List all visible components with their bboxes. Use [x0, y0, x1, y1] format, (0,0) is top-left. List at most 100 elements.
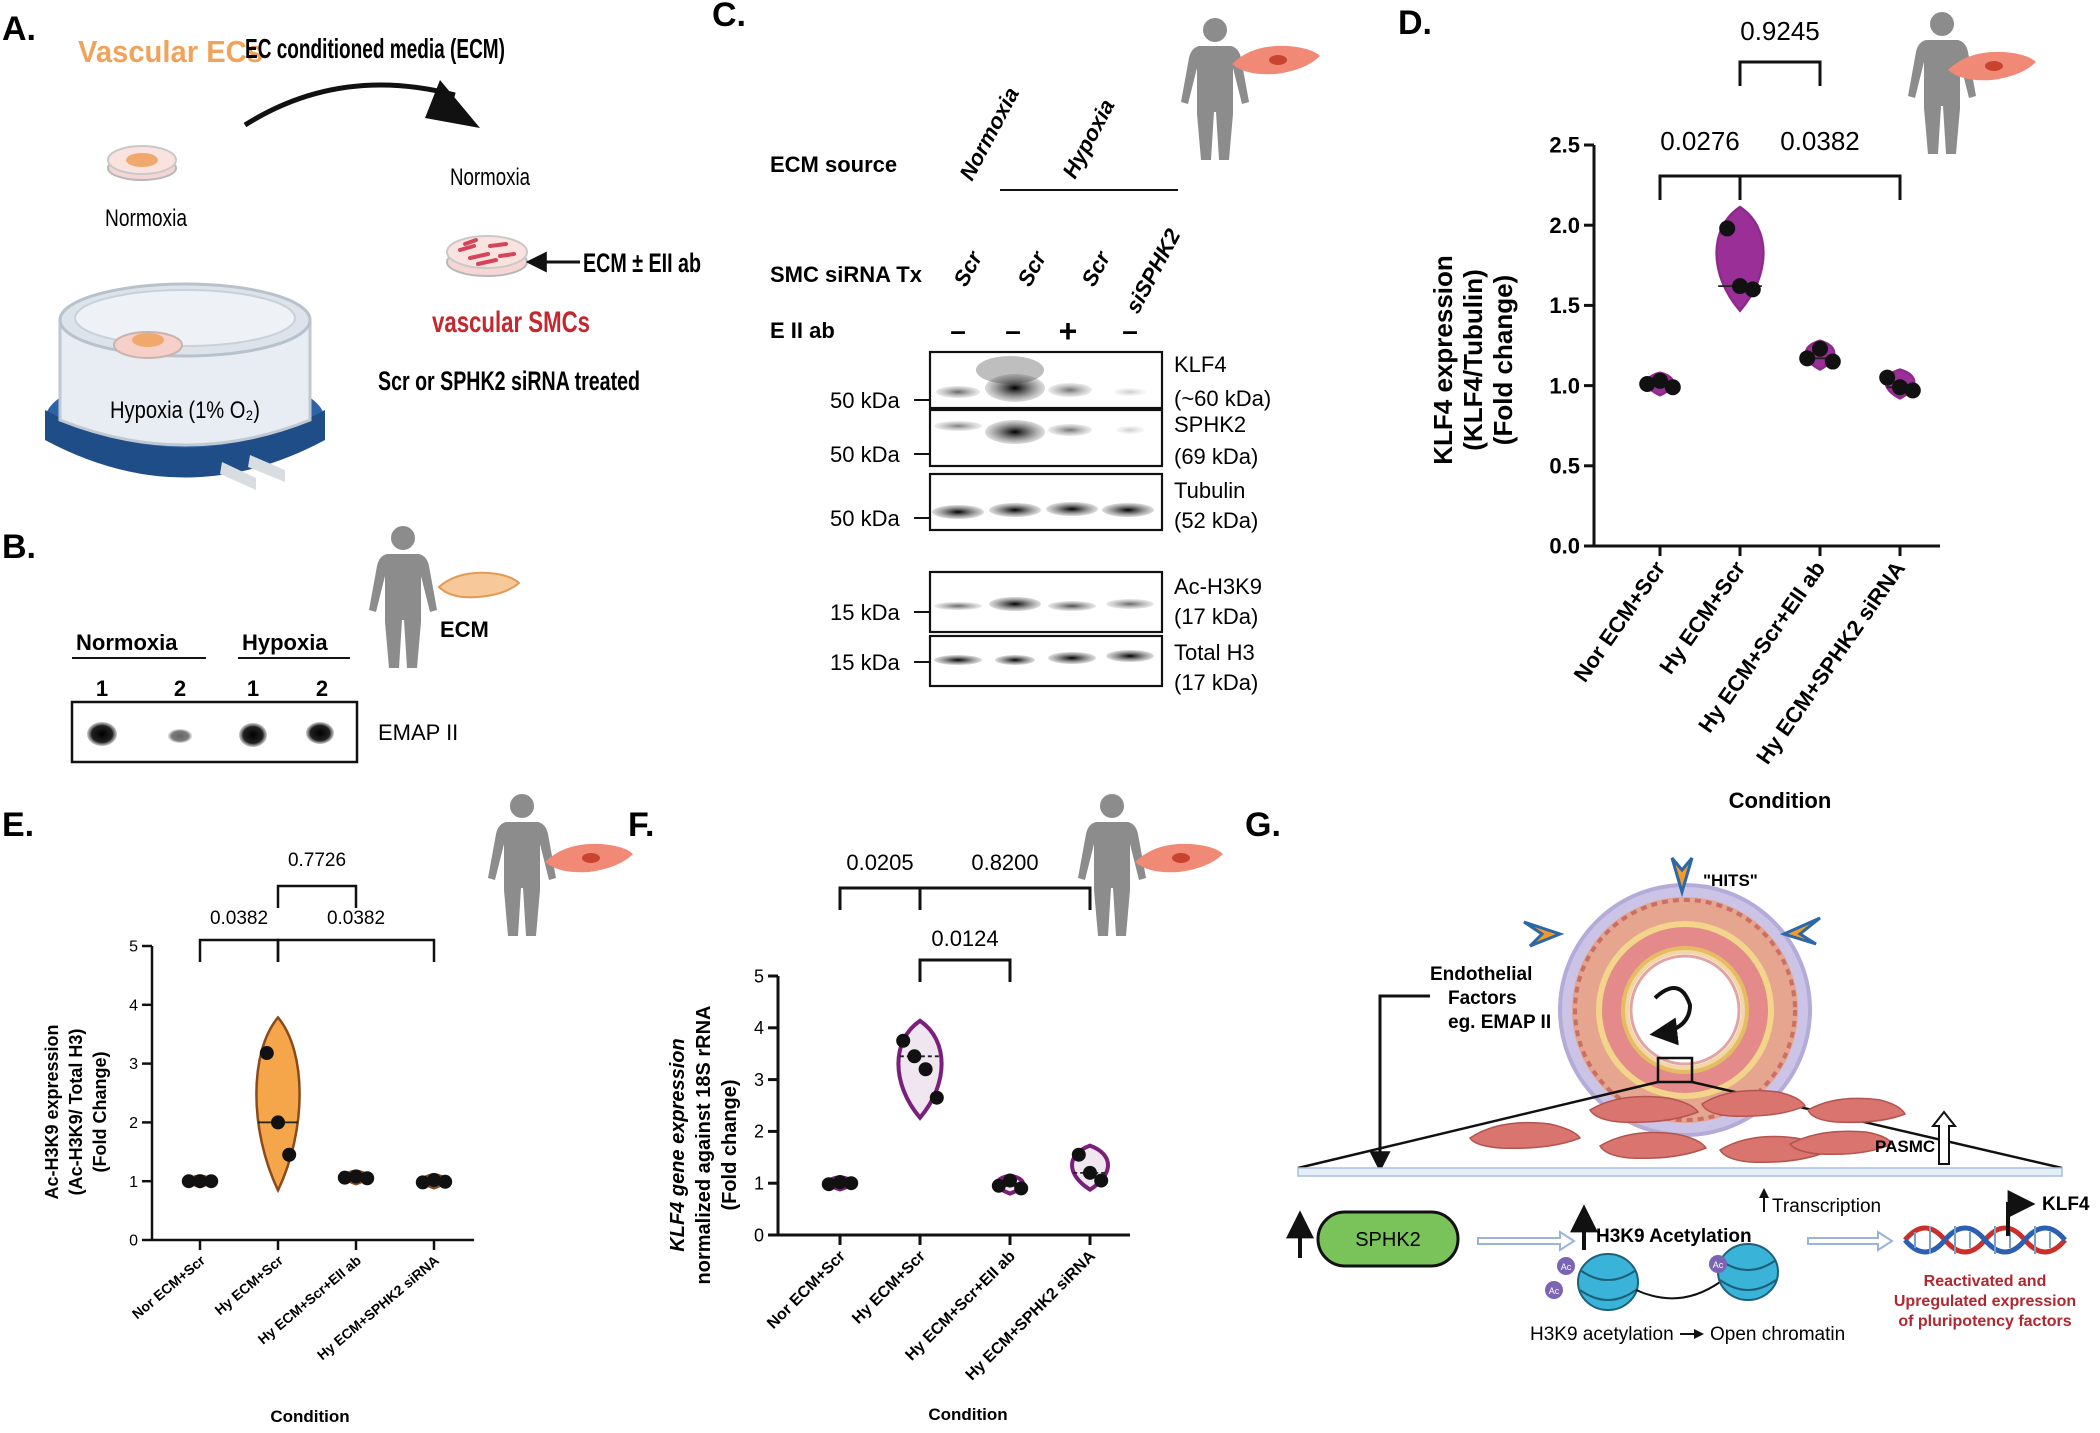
f-comparison-bracket — [838, 886, 922, 910]
sirna-lane-sisphk2: siSPHK2 — [1120, 224, 1185, 317]
blot-protein-name: SPHK2 — [1174, 412, 1246, 437]
d-p-value: 0.9245 — [1740, 16, 1820, 46]
e-category-label: Hy ECM+Scr — [212, 1252, 287, 1318]
ecm-flow-arrowhead — [425, 80, 480, 128]
f-data-point — [1094, 1173, 1109, 1188]
pasmc-label: PASMC — [1875, 1137, 1935, 1156]
d-category-label: Nor ECM+Scr — [1569, 556, 1671, 686]
eii-sign: – — [950, 315, 966, 346]
d-y-tick-label: 0.0 — [1549, 534, 1580, 559]
emap-curl-arrow — [1649, 986, 1693, 1046]
f-p-value: 0.8200 — [971, 850, 1038, 875]
panel-g: G. "HITS" Endothelial Factors eg. EMAP I… — [1245, 806, 2090, 1345]
sirna-label: SMC siRNA Tx — [770, 262, 923, 287]
panel-c: C. ECM source Normoxia Hypoxia SMC siRNA… — [712, 0, 1320, 695]
e-data-point — [415, 1175, 430, 1190]
d-data-point — [1719, 220, 1736, 237]
f-data-point — [907, 1049, 922, 1064]
d-data-point — [1904, 382, 1921, 399]
blot-marker-label: 50 kDa — [830, 506, 900, 531]
e-ylabel-line: (Fold Change) — [90, 1052, 110, 1173]
e-y-tick-label: 0 — [129, 1233, 138, 1250]
f-y-tick-label: 0 — [754, 1225, 764, 1245]
blot-protein-name: Tubulin — [1174, 478, 1245, 503]
western-blot-klf4 — [928, 350, 1164, 410]
d-comparison-bracket — [1738, 60, 1822, 86]
tss-arrow-icon — [2006, 1190, 2036, 1236]
dot-blot-spot — [239, 723, 267, 747]
blot-marker-label: 15 kDa — [830, 600, 900, 625]
ecm-arrow-label: EC conditioned media (ECM) — [245, 33, 505, 64]
dot-blot-spot — [306, 722, 334, 744]
e-data-point — [259, 1046, 274, 1061]
f-data-point — [821, 1177, 836, 1192]
e-data-point — [438, 1174, 453, 1189]
acetyl-tag-label: Ac — [1561, 1262, 1572, 1272]
f-ylabel-line: normalized against 18S rRNA — [693, 1006, 715, 1285]
vascular-smcs-title: vascular SMCs — [432, 306, 590, 339]
eii-sign: – — [1005, 315, 1021, 346]
smc-normoxia-label: Normoxia — [450, 164, 530, 191]
f-ylabel: KLF4 gene expression normalized against … — [667, 1006, 741, 1285]
hits-label: "HITS" — [1703, 871, 1758, 890]
hits-arrow-icon — [1523, 920, 1565, 948]
b-lane-label: 2 — [316, 676, 328, 701]
hits-arrow-icon — [1670, 857, 1694, 898]
smc-cell-shape — [1701, 1089, 1807, 1118]
b-lane-label: 2 — [174, 676, 186, 701]
e-p-value: 0.7726 — [288, 850, 346, 871]
vascular-ecs-title: Vascular ECs — [78, 34, 263, 69]
reactivated-line: Upregulated expression — [1894, 1293, 2076, 1310]
zoom-box — [1656, 1056, 1694, 1084]
nucleosome-icon — [1709, 1243, 1779, 1301]
ec-cell-icon — [437, 571, 521, 599]
panel-g-label: G. — [1245, 806, 1281, 844]
e-ylabel: Ac-H3K9 expression (Ac-H3K9/ Total H3) (… — [42, 1024, 110, 1199]
dot-blot-spot — [168, 729, 192, 743]
blot-protein-name: Total H3 — [1174, 640, 1255, 665]
panel-a-label: A. — [2, 10, 36, 48]
human-figure-icon — [1908, 12, 1976, 154]
blot-marker-label: 50 kDa — [830, 388, 900, 413]
endothelial-factor-line: Endothelial — [1430, 964, 1532, 985]
treatment-label: ECM ± EII ab — [583, 248, 701, 278]
human-figure-icon — [488, 794, 556, 936]
panel-c-label: C. — [712, 0, 746, 34]
f-data-point — [833, 1175, 847, 1190]
d-data-point — [1892, 379, 1908, 396]
e-data-point — [193, 1174, 207, 1189]
f-comparison-bracket — [918, 886, 1092, 910]
acetyl-tag-label: Ac — [1549, 1286, 1560, 1296]
d-y-tick-label: 0.5 — [1549, 454, 1580, 479]
d-y-tick-label: 2.5 — [1549, 133, 1580, 158]
blot-protein-name: Ac-H3K9 — [1174, 574, 1262, 599]
sphk2-label: SPHK2 — [1355, 1229, 1421, 1251]
f-data-point — [896, 1033, 911, 1048]
smc-cell-shape — [1598, 1131, 1708, 1160]
e-data-point — [360, 1171, 375, 1186]
western-blot-tubulin — [928, 472, 1164, 532]
panel-a: A. Vascular ECs EC conditioned media (EC… — [2, 10, 701, 490]
b-lane-label: 1 — [96, 676, 108, 701]
smc-cell-shape — [1588, 1095, 1700, 1124]
b-group-normoxia: Normoxia — [76, 630, 178, 655]
f-data-point — [918, 1062, 933, 1077]
d-data-point — [1744, 281, 1761, 298]
d-ylabel-line: KLF4 expression — [1428, 255, 1458, 465]
ecm-source-label: ECM source — [770, 152, 897, 177]
d-y-tick-label: 1.0 — [1549, 373, 1580, 398]
f-data-point — [1014, 1181, 1029, 1196]
emap-ii-label: EMAP II — [378, 720, 458, 745]
d-ylabel: KLF4 expression (KLF4/Tubulin) (Fold cha… — [1428, 255, 1518, 465]
acetyl-tag-label: Ac — [1713, 1260, 1724, 1270]
d-data-point — [1639, 375, 1656, 392]
blot-protein-name: KLF4 — [1174, 352, 1227, 377]
f-xlabel: Condition — [928, 1405, 1007, 1424]
d-data-point — [1799, 350, 1816, 367]
f-category-label: Hy ECM+Scr — [849, 1248, 929, 1328]
blot-protein-size: (~60 kDa) — [1174, 386, 1271, 411]
e-p-value: 0.0382 — [327, 908, 385, 929]
